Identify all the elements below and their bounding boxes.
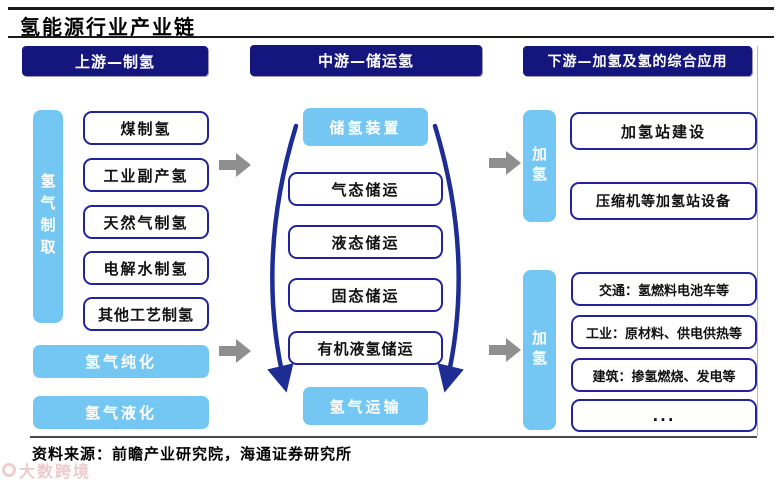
upstream-method-box: 工业副产氢 (83, 158, 209, 192)
storage-mode-box: 固态储运 (288, 278, 443, 312)
right-frame-line (757, 46, 758, 436)
station-item-box: 加氢站建设 (570, 112, 757, 150)
watermark-logo-icon (2, 463, 16, 477)
arrow-right-icon (219, 339, 251, 363)
upstream-method-box: 其他工艺制氢 (83, 297, 209, 331)
header-downstream: 下游—加氢及氢的综合应用 (523, 46, 752, 76)
storage-mode-box: 气态储运 (288, 172, 443, 206)
header-midstream: 中游—储运氢 (250, 45, 482, 76)
watermark-text: 大数跨境 (19, 462, 92, 481)
arrow-right-icon (489, 338, 521, 362)
title-underline (8, 36, 774, 38)
application-item-box: 建筑：掺氢燃烧、发电等 (571, 358, 757, 392)
arrow-right-icon (219, 153, 251, 177)
header-upstream: 上游—制氢 (22, 46, 208, 76)
source-note: 资料来源：前瞻产业研究院，海通证券研究所 (32, 445, 353, 463)
upstream-method-box: 电解水制氢 (83, 251, 209, 285)
watermark: 大数跨境 (2, 458, 91, 482)
application-side-bar: 加氢 (523, 270, 556, 430)
bottom-rule (30, 436, 757, 438)
application-item-box: ... (571, 399, 757, 432)
storage-mode-box: 有机液氢储运 (288, 331, 443, 365)
cycle-arcs-icon (267, 123, 464, 393)
station-item-box: 压缩机等加氢站设备 (570, 182, 757, 220)
page-title: 氢能源行业产业链 (20, 15, 196, 39)
purification-box: 氢气纯化 (33, 345, 209, 378)
application-item-box: 交通：氢燃料电池车等 (571, 272, 757, 306)
application-item-box: 工业：原材料、供电供热等 (571, 315, 757, 349)
transport-box: 氢气运输 (303, 387, 428, 425)
upstream-side-bar: 氢气制取 (33, 110, 63, 323)
upstream-method-box: 天然气制氢 (83, 205, 209, 239)
arrow-right-icon (489, 151, 521, 175)
storage-device-box: 储氢装置 (303, 108, 428, 146)
refueling-side-bar: 加氢 (523, 110, 556, 222)
liquefaction-box: 氢气液化 (33, 396, 209, 429)
top-rule (8, 7, 774, 10)
upstream-method-box: 煤制氢 (83, 111, 209, 145)
storage-mode-box: 液态储运 (288, 225, 443, 259)
